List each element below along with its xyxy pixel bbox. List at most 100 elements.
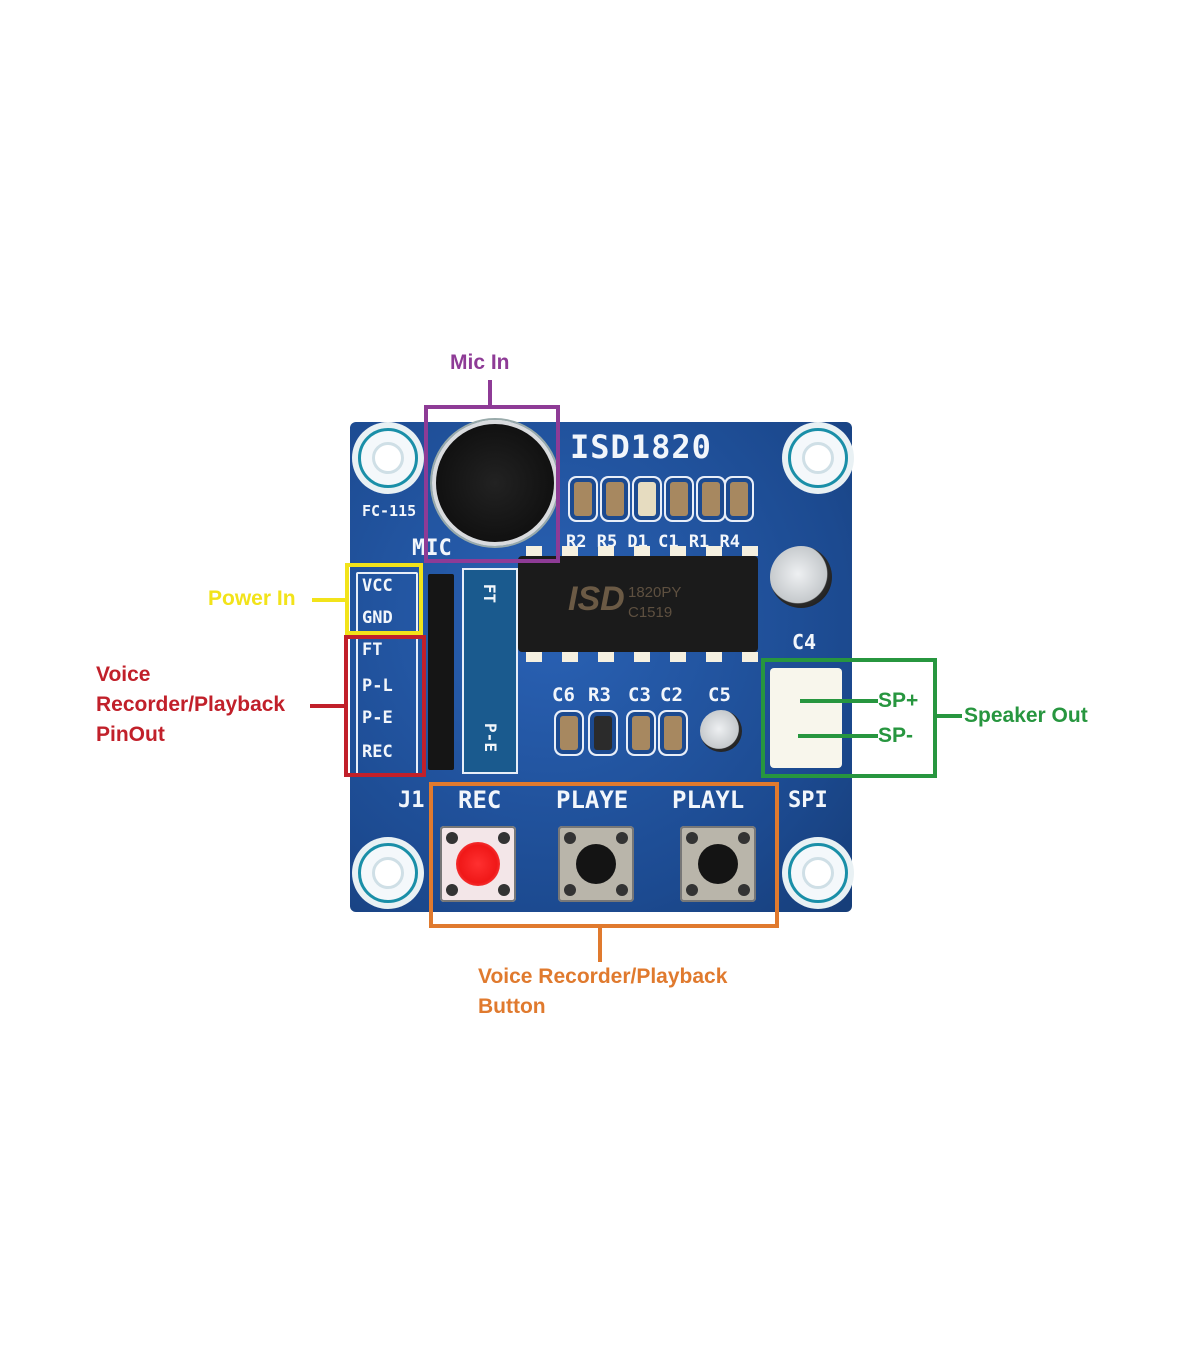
pin-label-rec: REC <box>362 742 393 762</box>
chip-pins-bottom <box>526 652 758 662</box>
chip-pins-top <box>526 546 758 556</box>
label-r3: R3 <box>588 684 611 706</box>
power-in-leader-line <box>312 598 346 602</box>
chip-pin <box>706 546 722 556</box>
chip-pin <box>526 652 542 662</box>
playe-button-cap <box>576 844 616 884</box>
buttons-leader-line <box>598 928 602 962</box>
smd-resistor <box>730 482 748 516</box>
chip-pin <box>634 652 650 662</box>
mic-in-highlight-box <box>424 405 560 563</box>
chip-pin <box>706 652 722 662</box>
mic-in-leader-line <box>488 380 492 406</box>
capacitor-c4 <box>770 546 832 608</box>
pinout-label-line1: Voice <box>96 663 151 686</box>
playl-button-cap <box>698 844 738 884</box>
button-label-rec: REC <box>458 786 502 814</box>
capacitor-c5 <box>700 710 742 752</box>
speaker-out-leader-line <box>936 714 962 718</box>
sp-plus-wire <box>800 699 878 703</box>
smd-c2 <box>664 716 682 750</box>
chip-pin <box>670 652 686 662</box>
button-corner <box>498 832 510 844</box>
label-c2: C2 <box>660 684 683 706</box>
mounting-hole-bottom-left <box>358 843 418 903</box>
smd-c3 <box>632 716 650 750</box>
button-corner <box>564 884 576 896</box>
button-corner <box>498 884 510 896</box>
chip-part: 1820PY <box>628 584 682 601</box>
jumper-area <box>462 568 518 774</box>
button-corner <box>446 884 458 896</box>
button-label-playe: PLAYE <box>556 786 629 814</box>
button-corner <box>738 832 750 844</box>
button-corner <box>686 832 698 844</box>
jumper-label-p-e: P-E <box>480 723 500 752</box>
pin-label-p-e: P-E <box>362 708 393 728</box>
chip-pin <box>670 546 686 556</box>
pinout-label-line2: Recorder/Playback <box>96 693 286 716</box>
chip-pin <box>562 546 578 556</box>
rec-button[interactable] <box>440 826 516 902</box>
buttons-label-line1: Voice Recorder/Playback <box>478 965 728 988</box>
label-c3: C3 <box>628 684 651 706</box>
playe-button[interactable] <box>558 826 634 902</box>
chip-pin <box>742 652 758 662</box>
mounting-hole-bottom-right <box>788 843 848 903</box>
mounting-hole-top-right <box>788 428 848 488</box>
playl-button[interactable] <box>680 826 756 902</box>
button-corner <box>686 884 698 896</box>
j1-label: J1 <box>398 788 425 813</box>
pcb-board <box>350 422 852 912</box>
isd1820-chip <box>518 556 758 652</box>
microphone <box>432 420 558 546</box>
pinout-leader-line <box>310 704 346 708</box>
chip-pin <box>562 652 578 662</box>
mic-in-label: Mic In <box>450 351 510 374</box>
pin-label-gnd: GND <box>362 608 393 628</box>
smd-capacitor <box>670 482 688 516</box>
jumper-label-ft: FT <box>480 583 500 604</box>
board-title-silk: ISD1820 <box>570 428 712 466</box>
sp-minus-label: SP- <box>878 724 914 747</box>
label-c6: C6 <box>552 684 575 706</box>
smd-led <box>638 482 656 516</box>
button-corner <box>616 884 628 896</box>
button-corner <box>446 832 458 844</box>
sp-plus-label: SP+ <box>878 689 919 712</box>
c4-label: C4 <box>792 630 817 654</box>
chip-pin <box>742 546 758 556</box>
pin-label-vcc: VCC <box>362 576 393 596</box>
button-corner <box>738 884 750 896</box>
power-in-highlight-box <box>345 563 423 635</box>
buttons-highlight-box <box>429 782 779 928</box>
button-label-playl: PLAYL <box>672 786 745 814</box>
smd-resistor <box>702 482 720 516</box>
power-in-label: Power In <box>208 587 296 610</box>
sp-minus-wire <box>798 734 878 738</box>
pin-label-ft: FT <box>362 640 383 660</box>
chip-pin <box>598 546 614 556</box>
jumper-header <box>428 574 454 770</box>
pin-label-p-l: P-L <box>362 676 393 696</box>
board-model-silk: FC-115 <box>362 502 417 520</box>
speaker-out-label: Speaker Out <box>964 704 1088 727</box>
speaker-connector <box>770 668 842 768</box>
mic-silk: MIC <box>412 536 452 561</box>
pinout-highlight-box <box>344 635 426 777</box>
chip-pin <box>598 652 614 662</box>
spi-label: SPI <box>788 788 828 813</box>
button-corner <box>616 832 628 844</box>
button-corner <box>564 832 576 844</box>
smd-resistor <box>606 482 624 516</box>
smd-c6 <box>560 716 578 750</box>
chip-code: C1519 <box>628 604 673 621</box>
chip-brand: ISD <box>568 580 625 618</box>
rec-button-cap <box>456 842 500 886</box>
smd-r3 <box>594 716 612 750</box>
speaker-out-highlight-box <box>761 658 937 778</box>
label-c5: C5 <box>708 684 731 706</box>
chip-pin <box>526 546 542 556</box>
chip-pin <box>634 546 650 556</box>
smd-resistor <box>574 482 592 516</box>
